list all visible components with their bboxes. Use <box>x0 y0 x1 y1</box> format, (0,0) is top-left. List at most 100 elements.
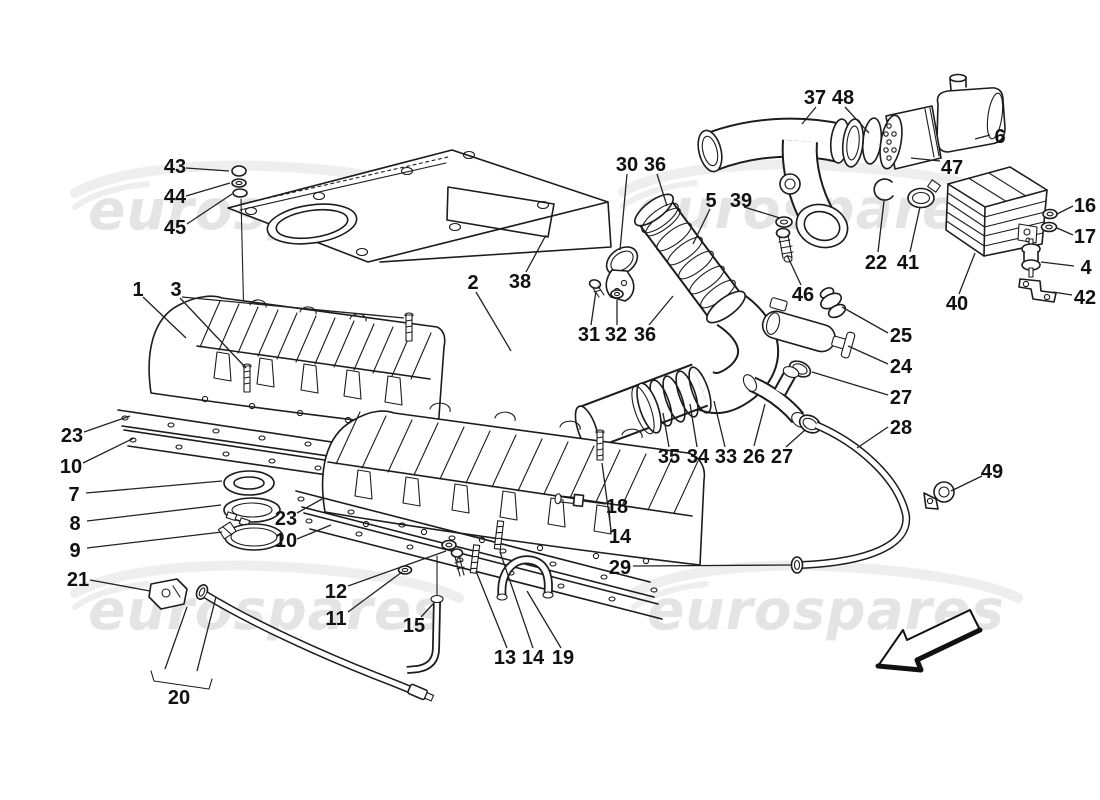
part-label-36[interactable]: 36 <box>644 154 666 176</box>
leader-line-22 <box>877 200 885 253</box>
leader-line-40 <box>958 252 976 295</box>
part-label-38[interactable]: 38 <box>509 271 531 293</box>
part-label-25[interactable]: 25 <box>890 325 912 347</box>
part-label-13[interactable]: 13 <box>494 647 516 669</box>
leader-line-43 <box>185 167 230 172</box>
part-label-6[interactable]: 6 <box>994 126 1005 148</box>
part-label-33[interactable]: 33 <box>715 446 737 468</box>
part-label-44[interactable]: 44 <box>164 186 187 208</box>
part-label-24[interactable]: 24 <box>890 356 913 378</box>
part-label-20[interactable]: 20 <box>168 687 190 709</box>
grommet-ring <box>223 470 275 496</box>
leader-line-27 <box>785 429 806 448</box>
leader-line-36 <box>648 295 674 326</box>
part-label-18[interactable]: 18 <box>606 496 628 518</box>
part-label-7[interactable]: 7 <box>68 484 79 506</box>
leader-line-45 <box>186 193 233 225</box>
leader-line-15 <box>420 603 434 618</box>
watermark-swoosh <box>631 581 709 610</box>
leader-line-33 <box>713 400 726 448</box>
leader-line-23 <box>83 415 131 433</box>
part-label-1[interactable]: 1 <box>132 279 143 301</box>
clamp-washer <box>610 289 624 299</box>
leader-line-20 <box>164 606 188 670</box>
part-label-4[interactable]: 4 <box>1080 257 1092 279</box>
part-label-10[interactable]: 10 <box>60 456 82 478</box>
part-label-9[interactable]: 9 <box>69 540 80 562</box>
part-label-12[interactable]: 12 <box>325 581 347 603</box>
part-label-23[interactable]: 23 <box>61 425 83 447</box>
part-label-30[interactable]: 30 <box>616 154 638 176</box>
part-label-8[interactable]: 8 <box>69 513 80 535</box>
part-label-28[interactable]: 28 <box>890 417 912 439</box>
leader-line-3 <box>181 296 405 319</box>
heat-shield-plate <box>227 149 612 263</box>
part-label-2[interactable]: 2 <box>467 272 478 294</box>
part-label-40[interactable]: 40 <box>946 293 968 315</box>
air-fitting <box>819 287 847 319</box>
part-label-17[interactable]: 17 <box>1074 226 1096 248</box>
mounting-hardware <box>397 429 605 674</box>
part-label-27[interactable]: 27 <box>890 387 912 409</box>
part-label-16[interactable]: 16 <box>1074 195 1096 217</box>
leader-line-24 <box>847 345 889 365</box>
part-label-39[interactable]: 39 <box>730 190 752 212</box>
leader-line-29 <box>632 564 792 567</box>
part-label-46[interactable]: 46 <box>792 284 814 306</box>
part-label-21[interactable]: 21 <box>67 569 89 591</box>
leader-line-21 <box>89 579 151 592</box>
leader-line-17 <box>1056 227 1074 236</box>
part-label-36[interactable]: 36 <box>634 324 656 346</box>
part-label-29[interactable]: 29 <box>609 557 631 579</box>
part-label-3[interactable]: 3 <box>170 279 181 301</box>
leader-line-16 <box>1056 205 1074 215</box>
part-label-26[interactable]: 26 <box>743 446 765 468</box>
part-label-19[interactable]: 19 <box>552 647 574 669</box>
leader-line-27 <box>811 371 889 396</box>
part-label-32[interactable]: 32 <box>605 324 627 346</box>
part-label-37[interactable]: 37 <box>804 87 826 109</box>
part-label-49[interactable]: 49 <box>981 461 1003 483</box>
part-label-14[interactable]: 14 <box>522 647 545 669</box>
leader-line-36 <box>656 173 668 207</box>
part-label-11[interactable]: 11 <box>325 608 346 630</box>
part-label-41[interactable]: 41 <box>897 252 919 274</box>
part-label-45[interactable]: 45 <box>164 217 186 239</box>
part-label-48[interactable]: 48 <box>832 87 854 109</box>
leader-line-42 <box>1052 291 1073 296</box>
part-label-43[interactable]: 43 <box>164 156 186 178</box>
snap-ring <box>873 178 894 201</box>
plate-fasteners <box>231 165 248 365</box>
leader-line-35 <box>662 412 670 448</box>
leader-line-19 <box>526 590 562 649</box>
part-label-10[interactable]: 10 <box>275 530 297 552</box>
part-label-22[interactable]: 22 <box>865 252 887 274</box>
part-label-47[interactable]: 47 <box>941 157 963 179</box>
part-label-23[interactable]: 23 <box>275 508 297 530</box>
leader-line-11 <box>347 571 403 613</box>
leader-lines <box>82 106 1075 672</box>
leader-line-8 <box>86 504 222 522</box>
part-label-15[interactable]: 15 <box>403 615 425 637</box>
air-flow-meter <box>879 73 1006 170</box>
leader-line-14 <box>499 551 534 649</box>
part-label-42[interactable]: 42 <box>1074 287 1096 309</box>
diagram-art <box>117 73 1058 702</box>
part-label-35[interactable]: 35 <box>658 446 680 468</box>
part-label-14[interactable]: 14 <box>609 526 632 548</box>
leader-line-3 <box>179 297 247 369</box>
part-label-27[interactable]: 27 <box>771 446 793 468</box>
part-label-5[interactable]: 5 <box>705 190 716 212</box>
direction-arrow <box>875 609 983 673</box>
vent-hose <box>790 421 955 574</box>
leader-line-9 <box>86 531 223 549</box>
part-label-34[interactable]: 34 <box>687 446 710 468</box>
hose-clamp <box>217 521 284 551</box>
leader-line-6 <box>974 134 991 140</box>
part-label-31[interactable]: 31 <box>578 324 600 346</box>
stud <box>595 429 605 461</box>
leader-line-41 <box>909 206 921 253</box>
filter-mounts <box>1018 208 1058 303</box>
